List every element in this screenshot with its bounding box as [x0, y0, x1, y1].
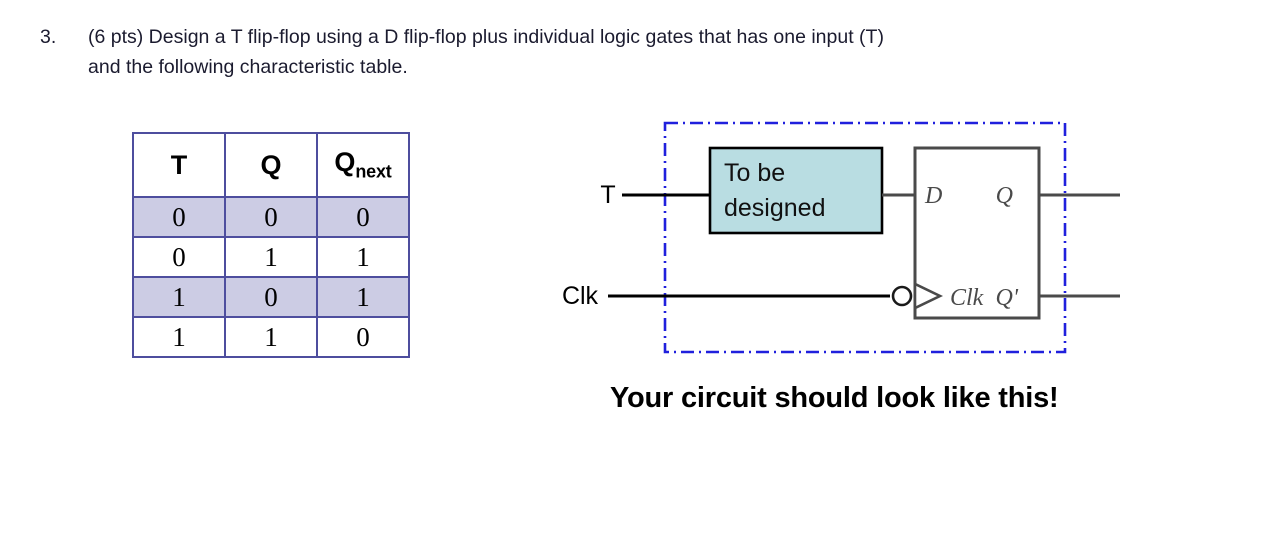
- cell-qnext: 1: [316, 236, 410, 278]
- input-t-label: T: [600, 181, 615, 209]
- cell-t: 1: [132, 316, 226, 358]
- table-row: 0 0 0: [132, 196, 410, 238]
- flipflop-clk-label: Clk: [950, 285, 984, 311]
- flipflop-qbar-label-text: Q': [996, 285, 1019, 311]
- table-header: T Q Qnext: [132, 132, 410, 198]
- column-header-qnext: Qnext: [316, 132, 410, 198]
- table-row: 1 0 1: [132, 276, 410, 318]
- clock-edge-trigger-triangle-icon: [913, 281, 944, 311]
- cell-t: 1: [132, 276, 226, 318]
- cell-qnext: 1: [316, 276, 410, 318]
- flipflop-q-label: Q: [996, 183, 1013, 209]
- flipflop-clk-label-text: Clk: [950, 285, 984, 311]
- question-text-line-1: (6 pts) Design a T flip-flop using a D f…: [88, 26, 884, 48]
- d-flipflop-box: [913, 146, 1041, 320]
- module-boundary-box: [663, 121, 1067, 354]
- to-be-designed-line-1-text: To be: [724, 159, 785, 187]
- column-header-qnext-label: Q: [334, 147, 356, 178]
- column-header-q-label: Q: [260, 149, 282, 180]
- clock-inversion-bubble-icon: [891, 285, 913, 307]
- cell-qnext: 0: [316, 316, 410, 358]
- table-body: 0 0 0 0 1 1 1 0 1 1 1 0: [132, 196, 410, 358]
- to-be-designed-line-2: designed: [724, 194, 825, 222]
- question-line-2: and the following characteristic table.: [40, 52, 1220, 82]
- cell-q: 0: [224, 196, 318, 238]
- to-be-designed-box: [708, 146, 884, 235]
- column-header-q: Q: [224, 132, 318, 198]
- input-t-label-text: T: [600, 181, 615, 209]
- input-clk-label-text: Clk: [562, 282, 599, 310]
- cell-qnext: 0: [316, 196, 410, 238]
- input-clk-label: Clk: [562, 282, 599, 310]
- flipflop-d-label: D: [924, 183, 942, 209]
- question-text-line-2: and the following characteristic table.: [88, 56, 408, 78]
- column-header-qnext-subscript: next: [355, 161, 392, 182]
- cell-q: 1: [224, 316, 318, 358]
- column-header-t-label: T: [170, 149, 188, 180]
- question-block: 3. (6 pts) Design a T flip-flop using a …: [40, 22, 1220, 82]
- flipflop-qbar-label: Q': [996, 285, 1019, 311]
- question-line-1: 3. (6 pts) Design a T flip-flop using a …: [40, 22, 1220, 52]
- table-header-row: T Q Qnext: [132, 132, 410, 198]
- flipflop-q-label-text: Q: [996, 183, 1013, 209]
- cell-q: 0: [224, 276, 318, 318]
- column-header-t: T: [132, 132, 226, 198]
- cell-t: 0: [132, 236, 226, 278]
- cell-q: 1: [224, 236, 318, 278]
- circuit-diagram: T Clk To be designed D Clk Q Q': [540, 100, 1160, 370]
- table-row: 1 1 0: [132, 316, 410, 358]
- to-be-designed-line-2-text: designed: [724, 194, 825, 222]
- characteristic-table: T Q Qnext 0 0 0 0 1 1 1 0 1 1 1 0: [132, 132, 410, 358]
- table-row: 0 1 1: [132, 236, 410, 278]
- question-number: 3.: [40, 26, 57, 48]
- circuit-caption: Your circuit should look like this!: [610, 382, 1059, 414]
- flipflop-d-label-text: D: [924, 183, 942, 209]
- to-be-designed-line-1: To be: [724, 159, 785, 187]
- cell-t: 0: [132, 196, 226, 238]
